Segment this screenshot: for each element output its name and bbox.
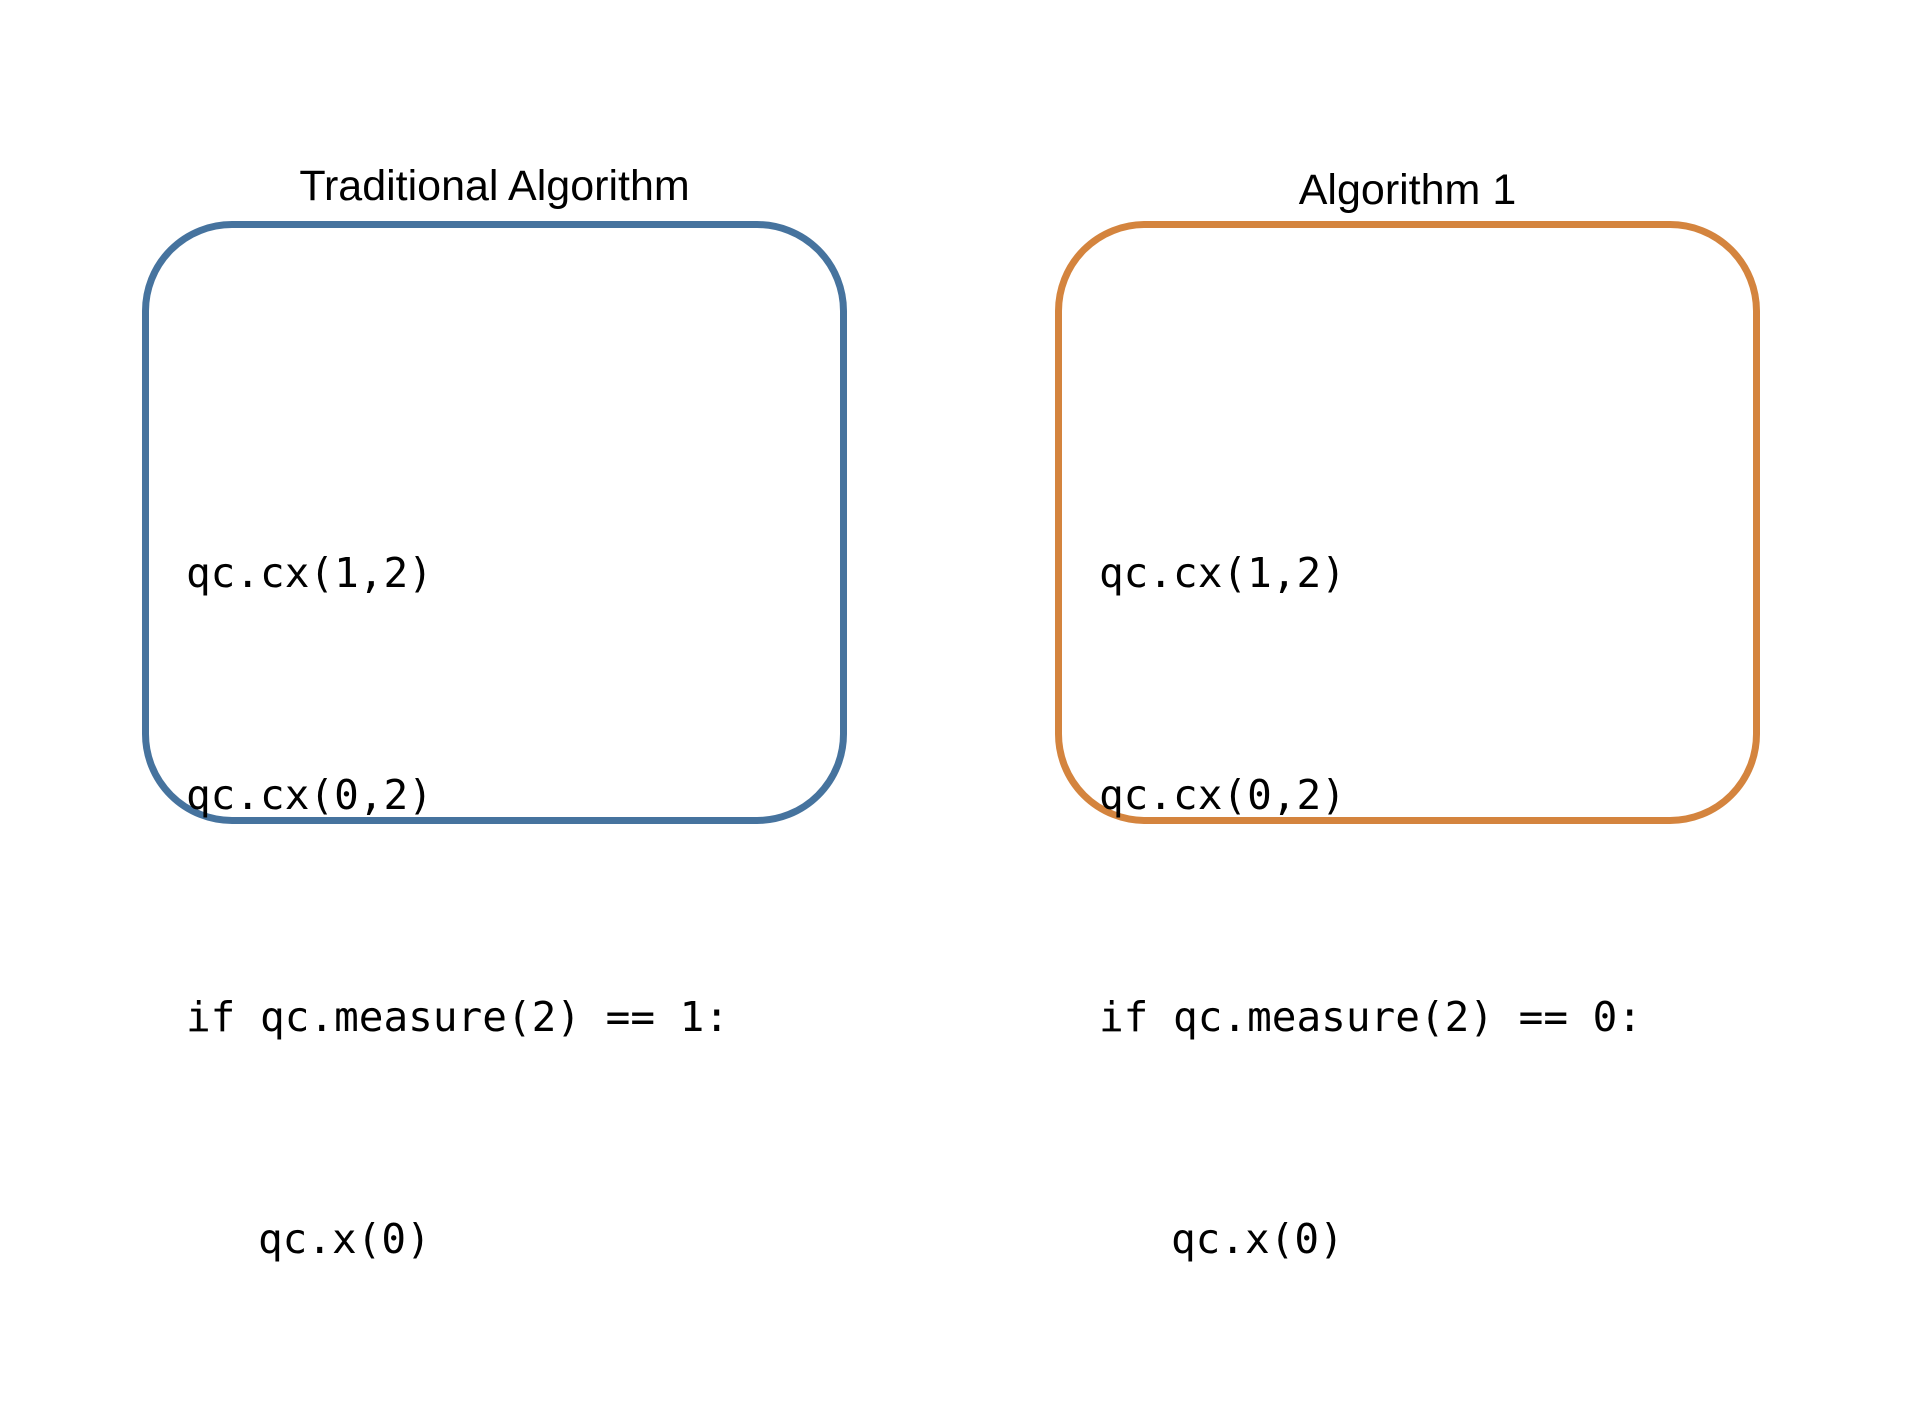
left-code-panel: qc.cx(1,2) qc.cx(0,2) if qc.measure(2) =… xyxy=(142,221,847,1263)
right-code-line-1: qc.cx(1,2) xyxy=(1099,549,1346,597)
left-code-line-4: qc.x(0) xyxy=(258,1215,431,1263)
right-code-line-2: qc.cx(0,2) xyxy=(1099,771,1346,819)
left-panel-title: Traditional Algorithm xyxy=(299,162,690,210)
right-code-panel: qc.cx(1,2) qc.cx(0,2) if qc.measure(2) =… xyxy=(1055,221,1760,1263)
right-code-block: qc.cx(1,2) qc.cx(0,2) if qc.measure(2) =… xyxy=(1099,388,1642,1424)
left-code-block: qc.cx(1,2) qc.cx(0,2) if qc.measure(2) =… xyxy=(186,388,729,1424)
left-code-line-3: if qc.measure(2) == 1: xyxy=(186,993,730,1041)
right-code-line-4: qc.x(0) xyxy=(1171,1215,1344,1263)
left-code-line-1: qc.cx(1,2) xyxy=(186,549,433,597)
left-code-line-2: qc.cx(0,2) xyxy=(186,771,433,819)
right-code-line-3: if qc.measure(2) == 0: xyxy=(1099,993,1643,1041)
right-panel-title: Algorithm 1 xyxy=(1298,166,1517,214)
